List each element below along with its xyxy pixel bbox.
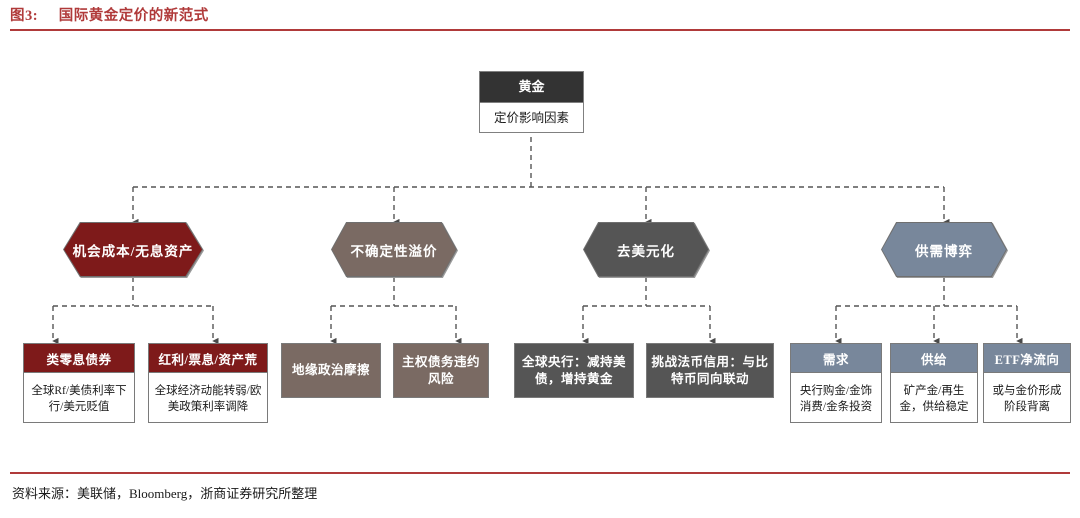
leaf-header: 红利/票息/资产荒: [149, 344, 267, 373]
branch-label: 供需博弈: [915, 243, 973, 259]
root-node-gold[interactable]: 黄金 定价影响因素: [479, 71, 584, 133]
leaf-header-text: ETF净流向: [994, 352, 1060, 367]
connector-lines: [52, 137, 1023, 345]
root-node-header: 黄金: [480, 72, 583, 103]
leaf-box-supply[interactable]: 供给 矿产金/再生金，供给稳定: [890, 343, 978, 423]
leaf-header-text: 需求: [822, 352, 849, 367]
leaf-header-text: 红利/票息/资产荒: [158, 352, 258, 367]
leaf-text-content: 地缘政治摩擦: [291, 363, 370, 377]
hexagon-fill: 供需博弈: [882, 223, 1006, 276]
branch-hexagon-de-dollarization[interactable]: 去美元化: [583, 222, 709, 277]
branch-label: 机会成本/无息资产: [72, 243, 194, 259]
figure-label: 图3:: [10, 8, 39, 24]
header-divider: [10, 29, 1070, 31]
leaf-header: 需求: [791, 344, 881, 373]
root-node-body: 定价影响因素: [493, 111, 569, 125]
leaf-box-dividend-coupon-asset-shortage[interactable]: 红利/票息/资产荒 全球经济动能转弱/欧美政策利率调降: [148, 343, 268, 423]
leaf-box-fiat-credit-challenge[interactable]: 挑战法币信用：与比特币同向联动: [646, 343, 774, 398]
hexagon-fill: 不确定性溢价: [332, 223, 456, 276]
leaf-body-text: 矿产金/再生金，供给稳定: [899, 384, 969, 413]
leaf-body-text: 央行购金/金饰消费/金条投资: [799, 384, 873, 413]
leaf-text-content: 全球央行：减持美债，增持黄金: [521, 354, 626, 386]
leaf-box-central-banks[interactable]: 全球央行：减持美债，增持黄金: [514, 343, 634, 398]
leaf-box-zero-coupon-bond[interactable]: 类零息债券 全球Rf/美债利率下行/美元贬值: [23, 343, 135, 423]
leaf-text: 地缘政治摩擦: [282, 344, 380, 397]
leaf-box-sovereign-default-risk[interactable]: 主权债务违约风险: [393, 343, 489, 398]
leaf-header: 供给: [891, 344, 977, 373]
hexagon-fill: 去美元化: [584, 223, 708, 276]
branch-label: 去美元化: [617, 243, 675, 259]
leaf-body: 或与金价形成阶段背离: [984, 373, 1070, 424]
leaf-box-geopolitical-friction[interactable]: 地缘政治摩擦: [281, 343, 381, 398]
leaf-header-text: 类零息债券: [46, 352, 112, 367]
leaf-header: ETF净流向: [984, 344, 1070, 373]
leaf-text: 全球央行：减持美债，增持黄金: [515, 344, 633, 397]
figure-title-text: 国际黄金定价的新范式: [58, 8, 209, 24]
leaf-body-text: 或与金价形成阶段背离: [992, 384, 1062, 413]
branch-hexagon-uncertainty-premium[interactable]: 不确定性溢价: [331, 222, 457, 277]
leaf-body: 央行购金/金饰消费/金条投资: [791, 373, 881, 424]
leaf-box-etf-net-flow[interactable]: ETF净流向 或与金价形成阶段背离: [983, 343, 1071, 423]
footer-divider: [10, 472, 1070, 474]
flowchart-diagram: 黄金 定价影响因素 机会成本/无息资产 不确定性溢价 去美元化 供需博弈 类零息…: [0, 34, 1080, 472]
leaf-body: 全球Rf/美债利率下行/美元贬值: [24, 373, 134, 424]
leaf-text: 挑战法币信用：与比特币同向联动: [647, 344, 773, 397]
leaf-body-text: 全球经济动能转弱/欧美政策利率调降: [154, 384, 262, 413]
leaf-text: 主权债务违约风险: [394, 344, 488, 397]
page-title: 图3: 国际黄金定价的新范式: [10, 4, 209, 25]
figure-header: 图3: 国际黄金定价的新范式: [0, 0, 1080, 34]
leaf-body-text: 全球Rf/美债利率下行/美元贬值: [31, 384, 127, 413]
branch-hexagon-opportunity-cost[interactable]: 机会成本/无息资产: [63, 222, 203, 277]
leaf-text-content: 主权债务违约风险: [401, 354, 480, 386]
leaf-header: 类零息债券: [24, 344, 134, 373]
leaf-header-text: 供给: [920, 352, 947, 367]
leaf-body: 全球经济动能转弱/欧美政策利率调降: [149, 373, 267, 424]
branch-label: 不确定性溢价: [350, 243, 438, 259]
leaf-body: 矿产金/再生金，供给稳定: [891, 373, 977, 424]
leaf-box-demand[interactable]: 需求 央行购金/金饰消费/金条投资: [790, 343, 882, 423]
leaf-text-content: 挑战法币信用：与比特币同向联动: [651, 354, 769, 386]
branch-hexagon-supply-demand[interactable]: 供需博弈: [881, 222, 1007, 277]
hexagon-fill: 机会成本/无息资产: [64, 223, 202, 276]
source-note: 资料来源：美联储，Bloomberg，浙商证券研究所整理: [12, 486, 318, 501]
